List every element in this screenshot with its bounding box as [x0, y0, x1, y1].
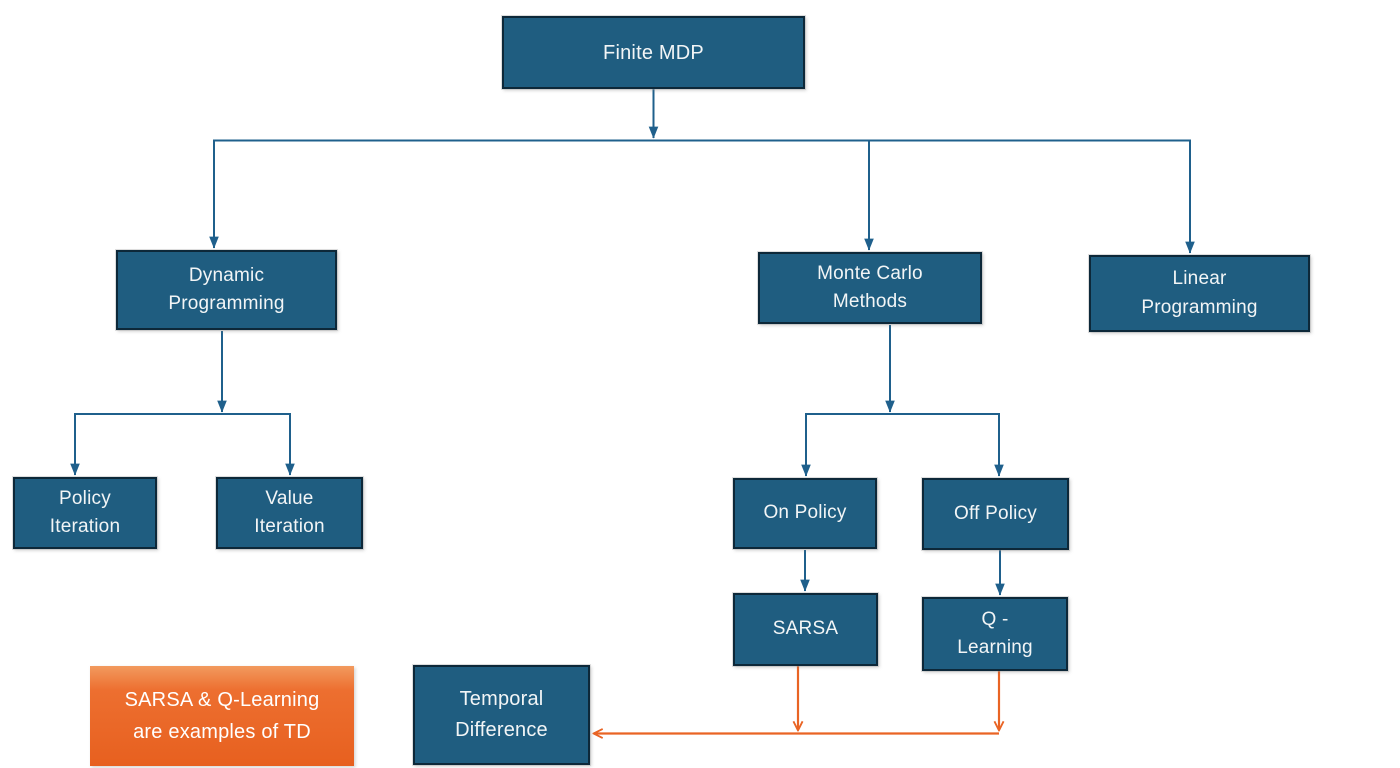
node-dynamic-programming: Dynamic Programming: [116, 250, 337, 330]
node-monte-carlo-methods: Monte Carlo Methods: [758, 252, 982, 324]
node-temporal-difference: Temporal Difference: [413, 665, 590, 765]
note-td-examples-label: SARSA & Q-Learning are examples of TD: [124, 689, 320, 743]
node-value-iteration-label: Value Iteration: [254, 487, 325, 538]
node-on-policy: On Policy: [733, 478, 877, 549]
node-value-iteration: Value Iteration: [216, 477, 363, 549]
node-q-learning-label: Q - Learning: [957, 608, 1033, 659]
node-policy-iteration-label: Policy Iteration: [49, 487, 121, 538]
node-policy-iteration: Policy Iteration: [13, 477, 157, 549]
node-linear-programming: Linear Programming: [1089, 255, 1310, 332]
node-finite-mdp-label: Finite MDP: [603, 41, 704, 64]
node-sarsa: SARSA: [733, 593, 878, 666]
note-td-examples: SARSA & Q-Learning are examples of TD: [90, 666, 354, 766]
node-off-policy-label: Off Policy: [954, 502, 1037, 524]
node-temporal-difference-label: Temporal Difference: [455, 688, 548, 741]
node-linear-programming-label: Linear Programming: [1141, 268, 1258, 318]
node-q-learning: Q - Learning: [922, 597, 1068, 671]
node-monte-carlo-methods-label: Monte Carlo Methods: [817, 262, 923, 313]
node-sarsa-label: SARSA: [772, 618, 839, 640]
node-on-policy-label: On Policy: [763, 502, 847, 524]
node-finite-mdp: Finite MDP: [502, 16, 805, 89]
node-off-policy: Off Policy: [922, 478, 1069, 550]
node-dynamic-programming-label: Dynamic Programming: [168, 264, 285, 315]
